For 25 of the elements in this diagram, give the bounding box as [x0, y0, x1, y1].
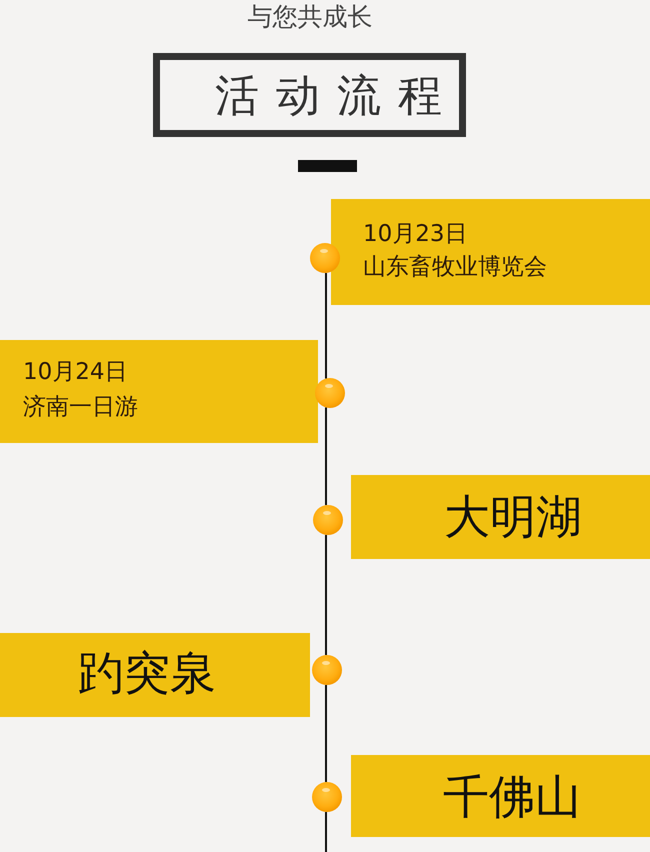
place-name: 趵突泉: [78, 645, 216, 701]
title-frame: [153, 53, 466, 137]
timeline-dot: [312, 655, 342, 685]
timeline-dot: [315, 378, 345, 408]
timeline-card: [0, 340, 318, 443]
event-text: 济南一日游: [23, 394, 138, 422]
timeline-line: [325, 684, 327, 782]
timeline-line: [325, 272, 327, 379]
place-name: 大明湖: [444, 489, 582, 545]
event-text: 山东畜牧业博览会: [363, 254, 547, 282]
date-text: 10月23日: [363, 221, 468, 249]
timeline-dot: [313, 505, 343, 535]
place-name: 千佛山: [443, 769, 581, 825]
timeline-dot: [312, 782, 342, 812]
timeline-dot: [310, 243, 340, 273]
timeline-line: [325, 407, 327, 506]
timeline-card: [351, 755, 650, 837]
subtitle-text: 与您共成长: [248, 2, 372, 32]
title-text: 活动流程: [215, 70, 459, 124]
timeline-card: [331, 199, 650, 305]
timeline-card: [0, 633, 310, 717]
timeline-line: [325, 812, 327, 852]
timeline-card: [351, 475, 650, 559]
timeline-line: [325, 534, 327, 656]
date-text: 10月24日: [23, 359, 128, 387]
